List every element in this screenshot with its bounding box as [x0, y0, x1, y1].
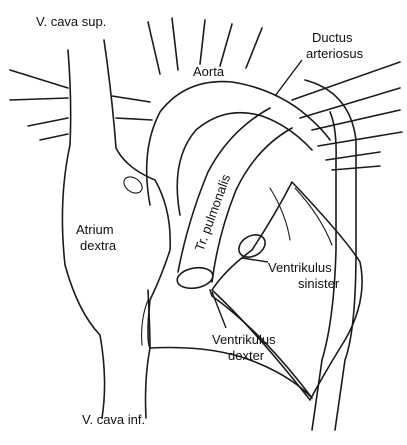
label-vena-cava-inferior: V. cava inf.	[82, 412, 145, 427]
left-vessels	[10, 70, 152, 140]
label-ductus-line2: arteriosus	[306, 46, 364, 61]
right-vessels	[292, 62, 402, 170]
ductus-leader-line	[275, 60, 302, 96]
label-ventriculus-sinister-line2: sinister	[298, 276, 340, 291]
label-atrium-line1: Atrium	[76, 222, 114, 237]
ventriculus-sinister-leader	[242, 258, 268, 262]
label-aorta: Aorta	[193, 64, 225, 79]
label-ventriculus-dexter-line2: dexter	[228, 348, 265, 363]
label-atrium-line2: dextra	[80, 238, 117, 253]
label-ventriculus-dexter-line1: Ventrikulus	[212, 332, 276, 347]
label-ductus-line1: Ductus	[312, 30, 353, 45]
label-vena-cava-superior: V. cava sup.	[36, 14, 106, 29]
descending-aorta	[305, 80, 356, 430]
label-ventriculus-sinister-line1: Ventrikulus	[268, 260, 332, 275]
